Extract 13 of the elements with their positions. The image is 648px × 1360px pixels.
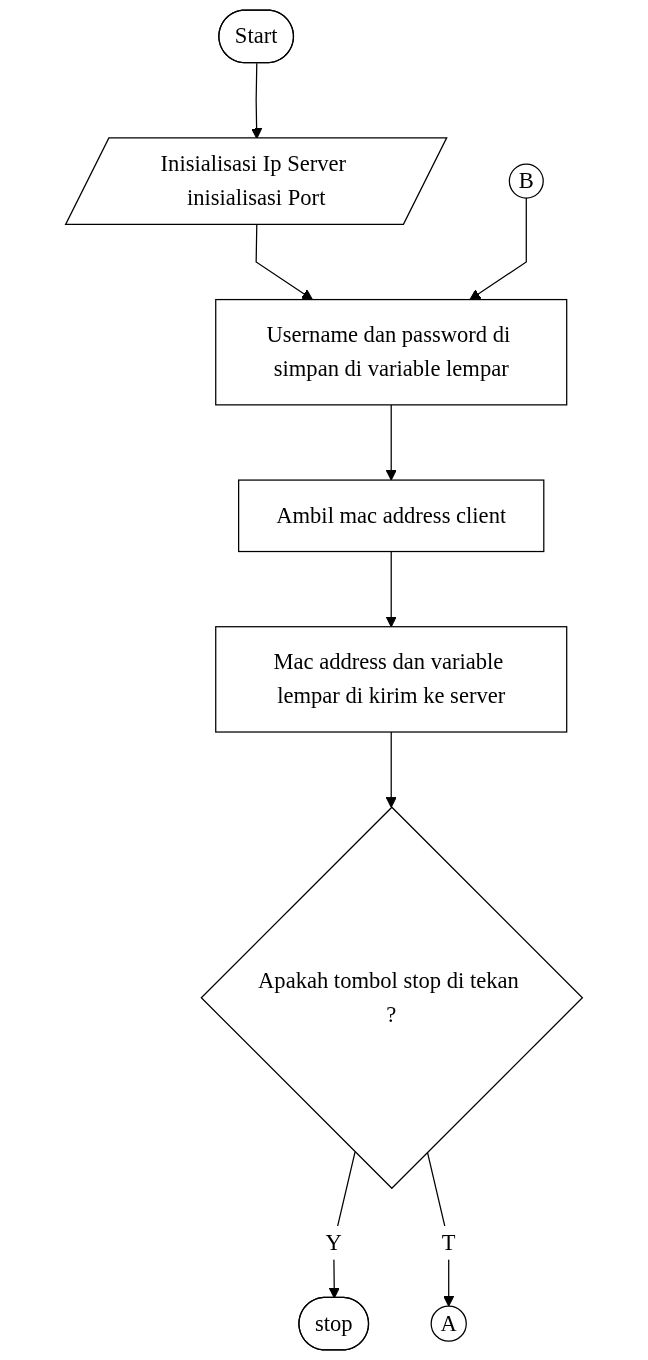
- node-box: Username dan password di simpan di variable lempar: [215, 298, 568, 406]
- node-box: Ambil mac address client: [238, 479, 545, 553]
- arrow: [469, 197, 527, 301]
- node-circle: A: [430, 1305, 467, 1342]
- arrow: [385, 731, 397, 808]
- arrow: [385, 550, 397, 628]
- arrow: [385, 404, 397, 481]
- edge-label: Y: [325, 1229, 342, 1255]
- edge-label: T: [441, 1229, 456, 1255]
- arrow: [255, 224, 313, 301]
- node-diamond: Apakah tombol stop di tekan ?: [200, 806, 584, 1190]
- node-circle: B: [508, 163, 544, 199]
- node-box: Mac address dan variable lempar di kirim ke server: [215, 626, 568, 733]
